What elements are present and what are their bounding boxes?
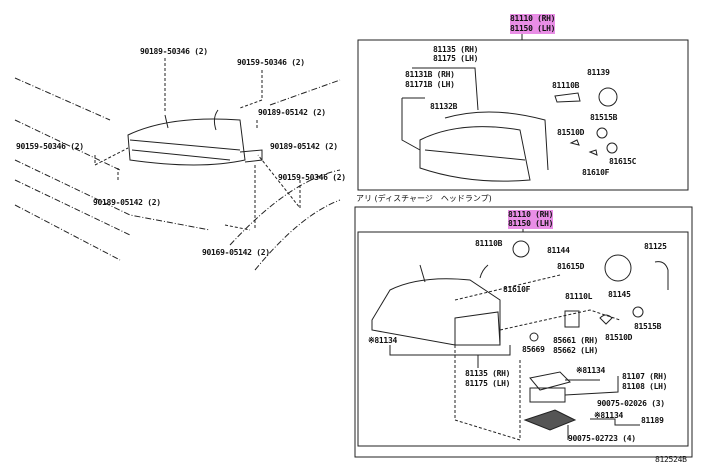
part-label: 90159-50346 (2) <box>16 142 84 151</box>
part-label: ※81134 <box>594 411 623 420</box>
bottom-outer-frame <box>354 206 693 458</box>
part-label: 85669 <box>522 345 545 354</box>
part-label: 81175 (LH) <box>433 54 479 63</box>
part-label: 90189-05142 (2) <box>258 108 326 117</box>
part-label: 81510D <box>605 333 633 342</box>
vehicle-body-lines <box>14 77 341 271</box>
left-leader-lines <box>94 58 301 231</box>
part-label: 90189-05142 (2) <box>93 198 161 207</box>
bottom-headlamp <box>371 264 501 346</box>
part-label: 81110B <box>475 239 503 248</box>
part-label: 81615D <box>557 262 585 271</box>
part-label: 81171B (LH) <box>405 80 455 89</box>
part-label: 81144 <box>547 246 570 255</box>
assembly-title-lh: 81150 (LH) <box>510 24 556 34</box>
socket-81139 <box>598 87 618 107</box>
assembly-title-lh: 81150 (LH) <box>508 219 554 229</box>
part-label: 81132B <box>430 102 458 111</box>
part-label: 81107 (RH) <box>622 372 668 381</box>
figure-id: 812524B <box>655 455 687 464</box>
top-box-frame <box>357 39 689 191</box>
part-label: 90159-50346 (2) <box>278 173 346 182</box>
part-label: 81135 (RH) <box>465 369 511 378</box>
bottom-inner-frame <box>357 231 689 447</box>
part-label: 90075-02026 (3) <box>597 399 665 408</box>
part-label: 81610F <box>503 285 531 294</box>
part-label: 81135 (RH) <box>433 45 479 54</box>
part-label: 90189-05142 (2) <box>270 142 338 151</box>
part-label: 90189-50346 (2) <box>140 47 208 56</box>
part-label: 81139 <box>587 68 610 77</box>
part-label: 81125 <box>644 242 667 251</box>
part-label: 81615C <box>609 157 637 166</box>
part-label: 81515B <box>590 113 618 122</box>
part-label: ※81134 <box>576 366 605 375</box>
variant-caption: アリ (ディスチャージ ヘッドランプ) <box>356 194 492 203</box>
part-label: 90159-50346 (2) <box>237 58 305 67</box>
part-label: 81610F <box>582 168 610 177</box>
part-label: 81510D <box>557 128 585 137</box>
left-headlamp <box>127 109 263 166</box>
assembly-title-rh: 81110 (RH) <box>510 14 556 24</box>
part-label: 90075-02723 (4) <box>568 434 636 443</box>
part-label: 81189 <box>641 416 664 425</box>
part-label: 81110B <box>552 81 580 90</box>
part-label: 81110L <box>565 292 593 301</box>
part-label: 81515B <box>634 322 662 331</box>
part-label: ※81134 <box>368 336 397 345</box>
part-label: 90169-05142 (2) <box>202 248 270 257</box>
part-label: 81145 <box>608 290 631 299</box>
part-label: 81131B (RH) <box>405 70 455 79</box>
part-label: 81175 (LH) <box>465 379 511 388</box>
top-headlamp <box>419 111 549 182</box>
part-label: 81108 (LH) <box>622 382 668 391</box>
part-label: 85662 (LH) <box>553 346 599 355</box>
part-label: 85661 (RH) <box>553 336 599 345</box>
assembly-title-rh: 81110 (RH) <box>508 210 554 220</box>
